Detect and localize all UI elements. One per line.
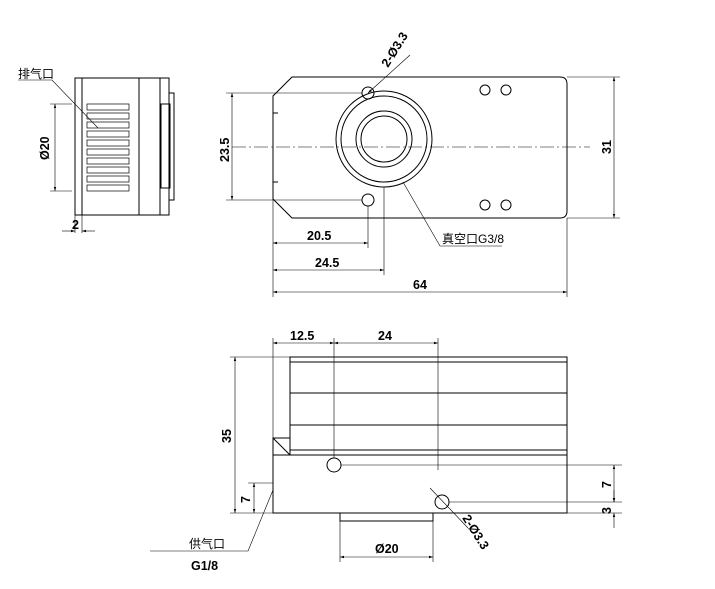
supply-port-label: 供气口: [189, 536, 225, 551]
height-3-right-label: 3: [600, 507, 614, 514]
dist-24-label: 24: [378, 329, 392, 343]
height-23-5-label: 23.5: [218, 138, 232, 162]
supply-thread-label: G1/8: [191, 559, 218, 573]
hole-callout-bottom: 2-Ø3.3: [459, 512, 491, 552]
side-offset-label: 2: [72, 218, 79, 232]
exhaust-port-label: 排气口: [18, 66, 54, 81]
front-view: [150, 338, 622, 562]
side-diameter-label: Ø20: [38, 136, 52, 160]
side-view: [18, 77, 175, 233]
top-view: [226, 54, 620, 297]
height-7-left-label: 7: [239, 496, 253, 503]
height-7-right-label: 7: [600, 481, 614, 488]
dist-24-5-label: 24.5: [315, 256, 339, 270]
bottom-diameter-label: Ø20: [375, 542, 399, 556]
hole-callout-top: 2-Ø3.3: [379, 30, 411, 70]
length-64-label: 64: [413, 278, 427, 292]
vacuum-port-label: 真空口G3/8: [442, 232, 504, 246]
dist-12-5-label: 12.5: [290, 329, 314, 343]
width-31-label: 31: [600, 140, 614, 154]
dist-20-5-label: 20.5: [307, 229, 331, 243]
height-35-label: 35: [220, 429, 234, 443]
exhaust-vent-slots: [86, 103, 130, 192]
